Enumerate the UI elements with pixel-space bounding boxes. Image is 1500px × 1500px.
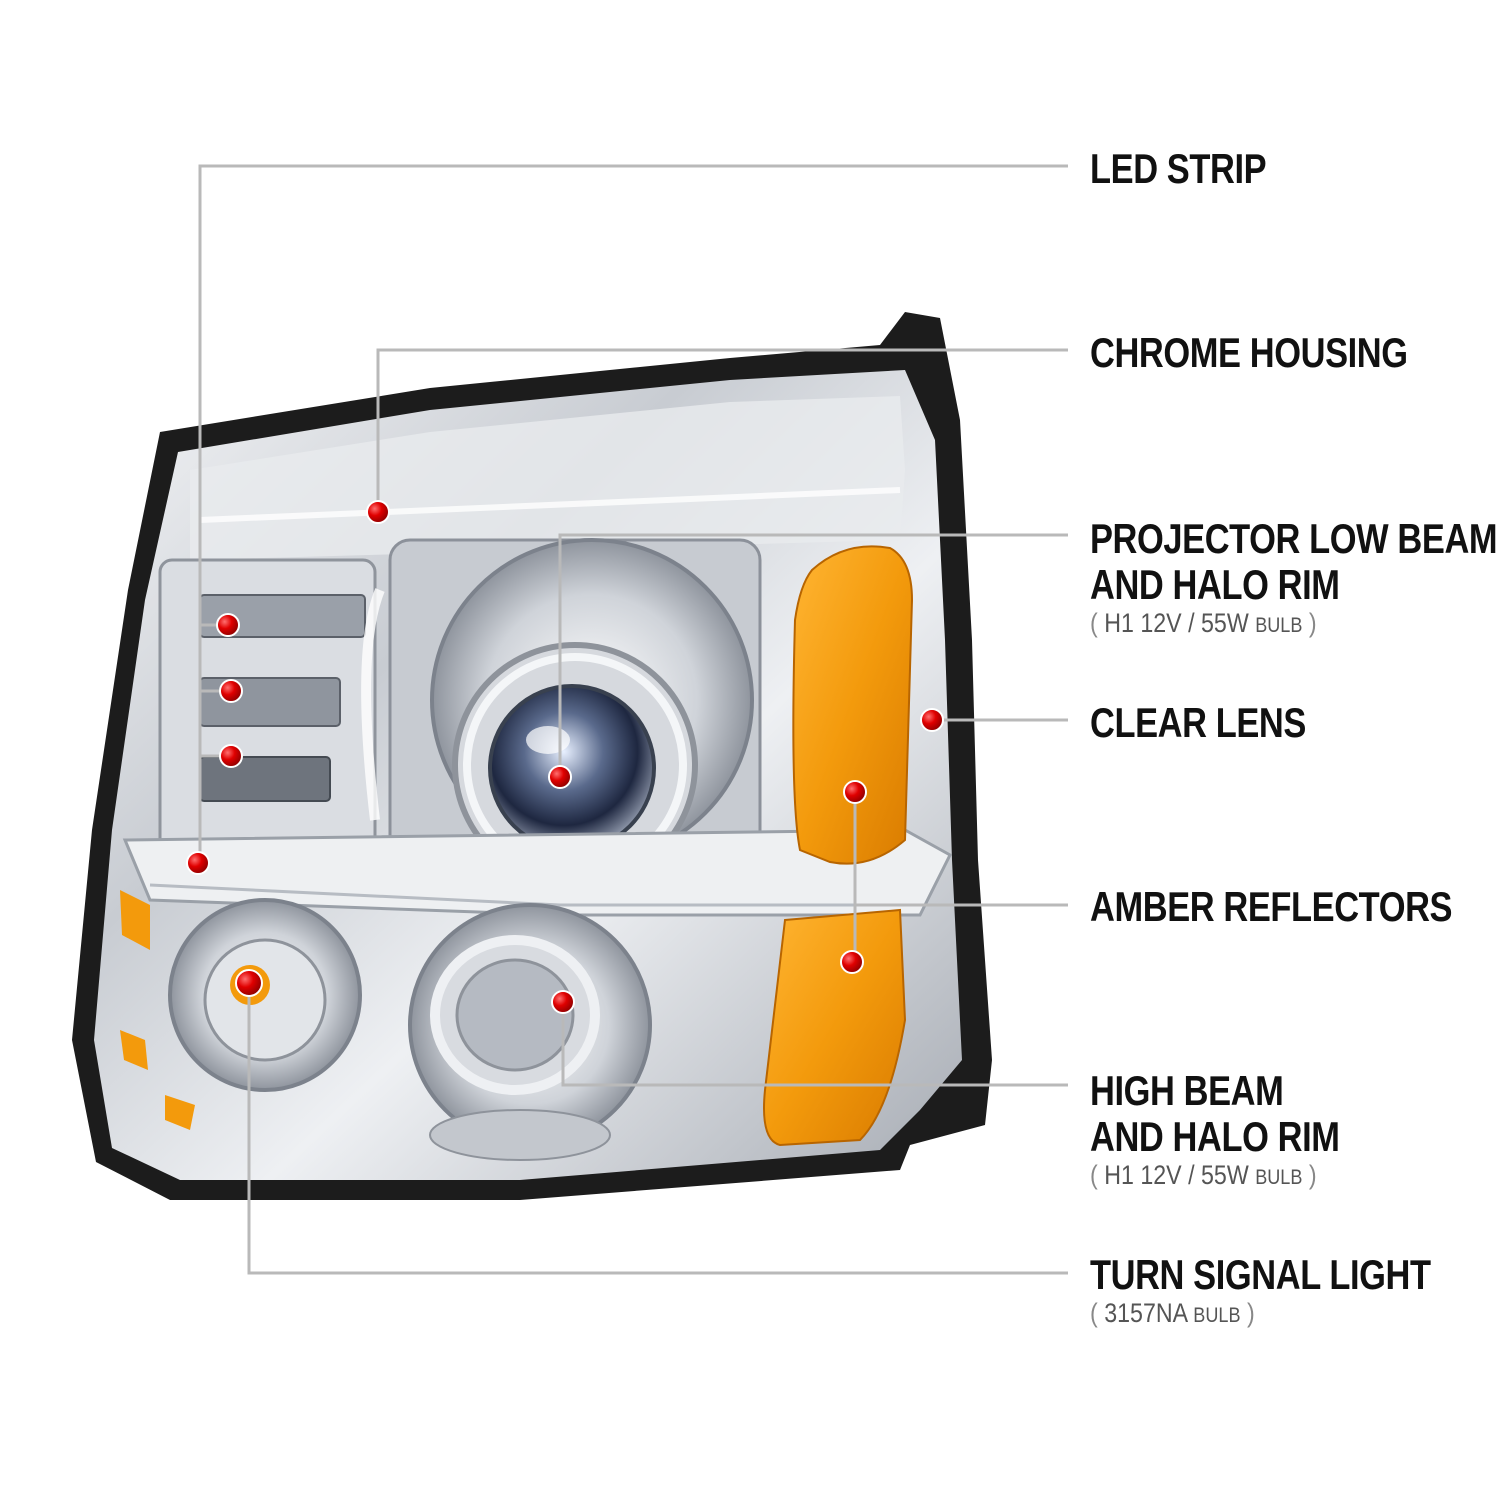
label-led-strip-title: LED STRIP [1090, 145, 1267, 192]
label-turn-signal-spec: ( 3157NA BULB ) [1090, 1298, 1255, 1328]
label-turn-signal: TURN SIGNAL LIGHT ( 3157NA BULB ) [1090, 1252, 1500, 1329]
leader-projector [558, 533, 1068, 777]
marker-led-3 [219, 744, 243, 768]
projector-bulb-value: H1 12V / 55W [1104, 608, 1249, 638]
leader-chrome-housing [376, 348, 1068, 512]
turn-signal-lamp [120, 890, 362, 1130]
label-led-strip: LED STRIP [1090, 146, 1305, 192]
led-block [158, 558, 385, 862]
leader-led-strip [198, 164, 1068, 863]
marker-chrome-housing [366, 500, 390, 524]
label-amber-reflectors-title: AMBER REFLECTORS [1090, 883, 1453, 930]
leader-turn-signal [247, 983, 1068, 1275]
amber-reflector-upper [792, 545, 914, 865]
turn-signal-bulb-unit: BULB [1193, 1304, 1241, 1327]
label-high-beam-line-1: HIGH BEAM [1090, 1067, 1284, 1114]
marker-clear-lens [920, 708, 944, 732]
label-chrome-housing-title: CHROME HOUSING [1090, 329, 1408, 376]
label-amber-reflectors: AMBER REFLECTORS [1090, 884, 1500, 930]
turn-signal-bulb-value: 3157NA [1104, 1298, 1187, 1328]
label-chrome-housing: CHROME HOUSING [1090, 330, 1477, 376]
marker-amber-upper [843, 780, 867, 804]
leader-lines [198, 164, 1068, 1275]
high-beam-bulb-value: H1 12V / 55W [1104, 1160, 1249, 1190]
marker-led-strip [186, 851, 210, 875]
label-projector-line-2: AND HALO RIM [1090, 561, 1340, 608]
projector-bulb-unit: BULB [1255, 614, 1303, 637]
label-projector-line-1: PROJECTOR LOW BEAM [1090, 515, 1498, 562]
label-high-beam-line-2: AND HALO RIM [1090, 1113, 1340, 1160]
label-high-beam-spec: ( H1 12V / 55W BULB ) [1090, 1160, 1317, 1190]
label-clear-lens: CLEAR LENS [1090, 700, 1353, 746]
label-turn-signal-title: TURN SIGNAL LIGHT [1090, 1251, 1431, 1298]
marker-high-beam [551, 990, 575, 1014]
projector-low-beam [388, 538, 762, 888]
label-projector-spec: ( H1 12V / 55W BULB ) [1090, 608, 1317, 638]
marker-led-2 [219, 679, 243, 703]
label-projector-low-beam: PROJECTOR LOW BEAM AND HALO RIM ( H1 12V… [1090, 516, 1500, 639]
label-high-beam: HIGH BEAM AND HALO RIM ( H1 12V / 55W BU… [1090, 1068, 1394, 1191]
high-beam-bulb-unit: BULB [1255, 1166, 1303, 1189]
marker-amber-lower [840, 950, 864, 974]
marker-projector [548, 765, 572, 789]
marker-led-1 [216, 613, 240, 637]
markers [186, 500, 944, 1014]
leader-high-beam [561, 1002, 1068, 1087]
label-clear-lens-title: CLEAR LENS [1090, 699, 1306, 746]
marker-turn-signal [235, 969, 263, 997]
